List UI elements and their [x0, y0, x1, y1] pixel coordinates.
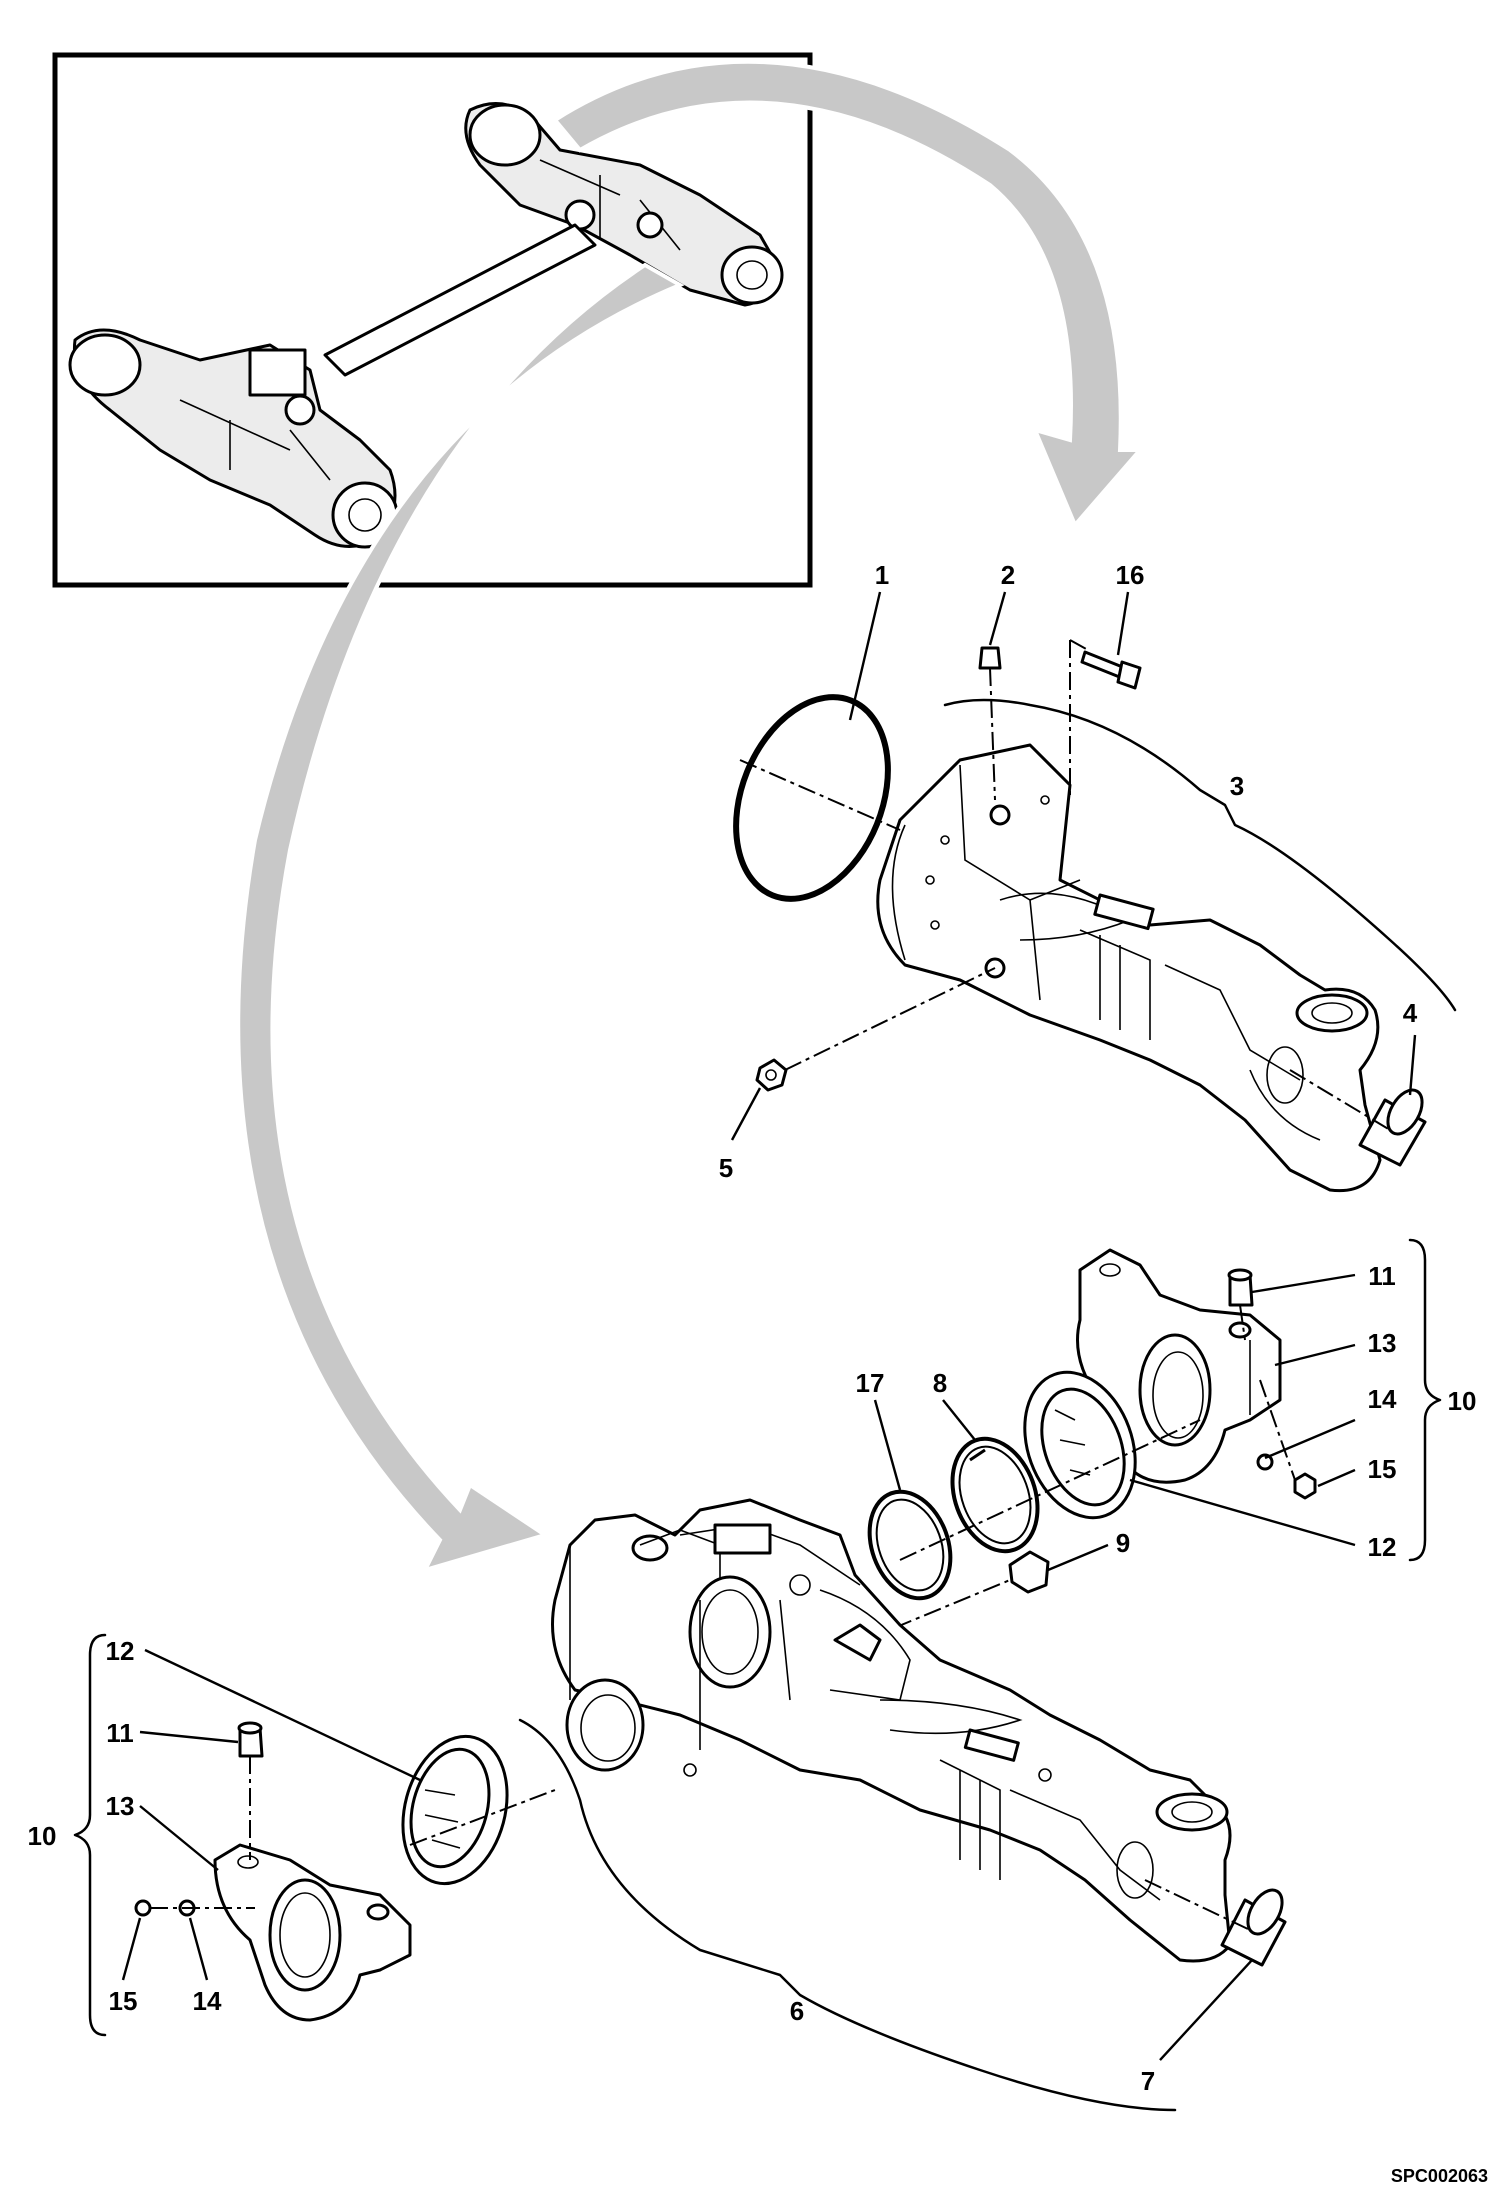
nut-part-15-left [134, 1899, 152, 1917]
upper-axle-housing-assembly [733, 639, 1457, 1193]
callout-15-left: 15 [109, 1986, 138, 2016]
callout-14-left: 14 [193, 1986, 222, 2016]
ring-part-17 [867, 1489, 953, 1601]
arrow-to-rear-housing [552, 59, 1145, 529]
callout-8: 8 [933, 1368, 947, 1398]
leader-lines [121, 591, 1417, 2061]
callout-13-left: 13 [106, 1791, 135, 1821]
drawing-code: SPC002063 [1391, 2166, 1488, 2186]
callout-labels: 1 2 16 3 4 5 11 13 10 14 15 12 17 8 9 12… [28, 560, 1477, 2096]
callout-5: 5 [719, 1153, 733, 1183]
overview-inset [52, 52, 813, 588]
callout-11-right: 11 [1368, 1261, 1396, 1291]
callout-9: 9 [1116, 1528, 1130, 1558]
arrow-to-front-housing [236, 262, 685, 1574]
callout-14-right: 14 [1368, 1384, 1397, 1414]
ring-part-12-left [401, 1734, 509, 1886]
o-ring-part-1 [733, 694, 891, 902]
ring-part-12-right [1023, 1370, 1137, 1520]
right-bracket-assembly [864, 1248, 1317, 1641]
callout-13-right: 13 [1368, 1328, 1397, 1358]
nut-part-5 [755, 1058, 788, 1092]
axle-housing-part-3 [876, 743, 1382, 1193]
bushing-part-7 [1220, 1888, 1287, 1967]
plug-part-9 [1008, 1550, 1050, 1594]
callout-15-right: 15 [1368, 1454, 1397, 1484]
callout-2: 2 [1001, 560, 1015, 590]
overview-drive-shaft [323, 223, 597, 377]
flow-arrows [236, 59, 1145, 1574]
front-axle-housing-assembly [518, 1498, 1287, 2112]
callout-3: 3 [1230, 771, 1244, 801]
left-bracket-assembly [134, 1721, 556, 2022]
callout-17: 17 [856, 1368, 885, 1398]
callout-12-left: 12 [106, 1636, 135, 1666]
callout-11-left: 11 [106, 1718, 134, 1748]
callout-16: 16 [1116, 560, 1145, 590]
callout-10-right: 10 [1448, 1386, 1477, 1416]
brace-10-left [73, 1633, 107, 2037]
nut-part-15-right [1293, 1472, 1317, 1500]
callout-10-left: 10 [28, 1821, 57, 1851]
breather-part-2 [978, 646, 1002, 670]
overview-rear-axle [464, 102, 784, 307]
callout-1: 1 [875, 560, 889, 590]
bushing-part-4 [1358, 1088, 1427, 1167]
callout-4: 4 [1403, 998, 1418, 1028]
callout-7: 7 [1141, 2066, 1155, 2096]
callout-6: 6 [790, 1996, 804, 2026]
callout-12-right: 12 [1368, 1532, 1397, 1562]
brace-10-right [1408, 1238, 1442, 1562]
nipple-part-14-right [1256, 1453, 1274, 1471]
snap-ring-part-8 [950, 1436, 1040, 1554]
